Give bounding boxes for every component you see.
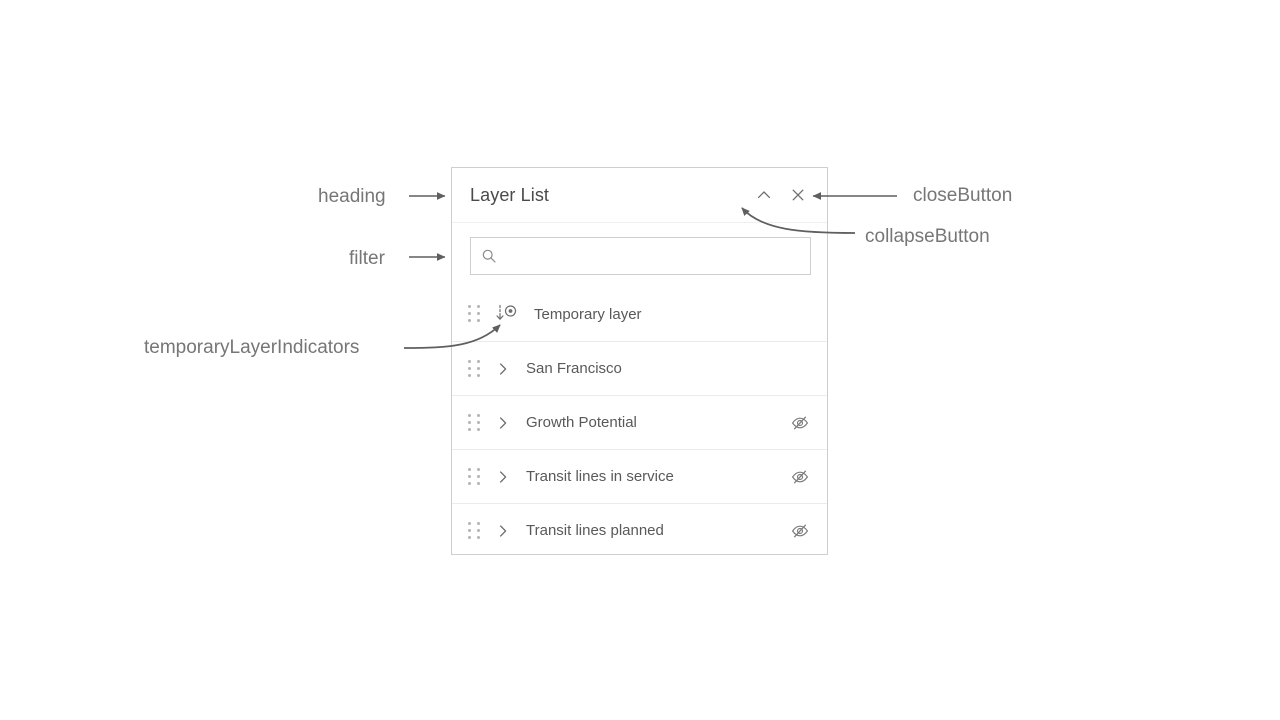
eye-slash-icon — [791, 416, 809, 429]
list-item-label: Growth Potential — [526, 414, 637, 431]
list-item[interactable]: Growth Potential — [452, 395, 827, 449]
drag-handle-icon[interactable] — [468, 305, 482, 323]
page-title: Layer List — [470, 184, 550, 205]
annotation-label-filter: filter — [349, 248, 385, 269]
list-item[interactable]: Transit lines in service — [452, 449, 827, 503]
chevron-up-icon — [757, 191, 771, 199]
filter-input[interactable] — [505, 247, 800, 265]
visibility-toggle-button[interactable] — [787, 410, 813, 436]
expand-toggle-button[interactable] — [492, 520, 514, 542]
close-button[interactable] — [781, 178, 815, 212]
expand-toggle-button[interactable] — [492, 358, 514, 380]
temporary-layer-indicator-icon — [496, 304, 517, 320]
list-item[interactable]: San Francisco — [452, 341, 827, 395]
eye-slash-icon — [791, 524, 809, 537]
filter-box[interactable] — [470, 237, 811, 275]
annotation-label-temporary-layer-indicators: temporaryLayerIndicators — [144, 337, 360, 358]
panel-header: Layer List — [452, 168, 827, 223]
filter-section — [452, 223, 827, 287]
annotation-label-heading: heading — [318, 186, 386, 207]
layer-list: Temporary layer San Francisco — [452, 287, 827, 554]
collapse-button[interactable] — [747, 178, 781, 212]
list-item-label: Transit lines planned — [526, 522, 664, 539]
list-item-label: Temporary layer — [534, 305, 642, 323]
list-item-label: San Francisco — [526, 360, 622, 377]
annotation-label-close-button: closeButton — [913, 185, 1013, 206]
temporary-layer-indicators — [492, 303, 522, 325]
layer-list-panel: Layer List — [451, 167, 828, 555]
chevron-right-icon — [499, 524, 507, 537]
chevron-right-icon — [499, 362, 507, 375]
chevron-right-icon — [499, 416, 507, 429]
expand-toggle-button[interactable] — [492, 412, 514, 434]
drag-handle-icon[interactable] — [468, 467, 482, 486]
drag-handle-icon[interactable] — [468, 413, 482, 432]
list-item-label: Transit lines in service — [526, 468, 674, 485]
search-icon — [482, 249, 496, 263]
eye-slash-icon — [791, 470, 809, 483]
visibility-toggle-button[interactable] — [787, 464, 813, 490]
drag-handle-icon[interactable] — [468, 521, 482, 540]
chevron-right-icon — [499, 470, 507, 483]
drag-handle-icon[interactable] — [468, 359, 482, 378]
annotation-label-collapse-button: collapseButton — [865, 226, 990, 247]
expand-toggle-button[interactable] — [492, 466, 514, 488]
list-item[interactable]: Transit lines planned — [452, 503, 827, 554]
list-item[interactable]: Temporary layer — [452, 287, 827, 341]
close-icon — [792, 189, 804, 201]
visibility-toggle-button[interactable] — [787, 518, 813, 544]
